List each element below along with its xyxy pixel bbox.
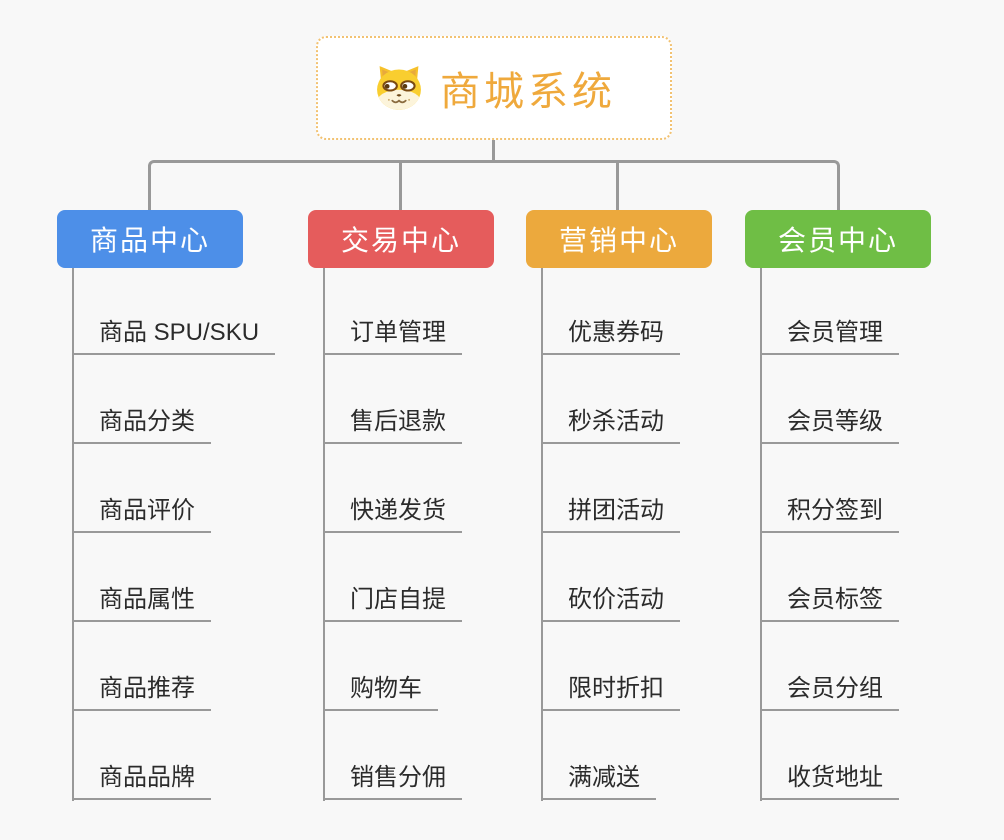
branch-node-marketing-center[interactable]: 营销中心 [526, 210, 712, 268]
connector-drop-marketing [616, 162, 619, 210]
leaf-node[interactable]: 会员等级 [760, 355, 899, 444]
branch-node-product-center[interactable]: 商品中心 [57, 210, 243, 268]
leaf-node[interactable]: 商品评价 [72, 444, 211, 533]
leaf-node[interactable]: 秒杀活动 [541, 355, 680, 444]
branch-node-label: 营销中心 [558, 225, 679, 256]
root-node-label: 商城系统 [440, 70, 616, 114]
branch-node-label: 交易中心 [340, 225, 461, 256]
connector-bus [148, 160, 840, 210]
leaf-column-marketing: 优惠券码 秒杀活动 拼团活动 砍价活动 限时折扣 满减送 [541, 266, 680, 800]
leaf-node[interactable]: 商品品牌 [72, 711, 211, 800]
connector-vline-product [72, 268, 74, 801]
leaf-node[interactable]: 砍价活动 [541, 533, 680, 622]
leaf-node[interactable]: 商品分类 [72, 355, 211, 444]
leaf-node[interactable]: 订单管理 [323, 266, 462, 355]
connector-drop-trade [399, 162, 402, 210]
branch-node-trade-center[interactable]: 交易中心 [308, 210, 494, 268]
leaf-node[interactable]: 拼团活动 [541, 444, 680, 533]
branch-node-label: 会员中心 [777, 225, 898, 256]
leaf-node[interactable]: 快递发货 [323, 444, 462, 533]
leaf-node[interactable]: 会员管理 [760, 266, 899, 355]
leaf-node[interactable]: 满减送 [541, 711, 656, 800]
leaf-node[interactable]: 购物车 [323, 622, 438, 711]
leaf-node[interactable]: 限时折扣 [541, 622, 680, 711]
dog-face-icon [377, 66, 421, 110]
leaf-node[interactable]: 销售分佣 [323, 711, 462, 800]
leaf-node[interactable]: 门店自提 [323, 533, 462, 622]
leaf-column-trade: 订单管理 售后退款 快递发货 门店自提 购物车 销售分佣 [323, 266, 462, 800]
leaf-node[interactable]: 商品 SPU/SKU [72, 266, 276, 355]
leaf-column-product: 商品 SPU/SKU 商品分类 商品评价 商品属性 商品推荐 商品品牌 [72, 266, 276, 800]
connector-root-stem [492, 139, 495, 162]
leaf-node[interactable]: 积分签到 [760, 444, 899, 533]
connector-vline-marketing [541, 268, 543, 801]
connector-vline-trade [323, 268, 325, 801]
leaf-node[interactable]: 优惠券码 [541, 266, 680, 355]
leaf-node[interactable]: 收货地址 [760, 711, 899, 800]
leaf-node[interactable]: 会员标签 [760, 533, 899, 622]
leaf-node[interactable]: 会员分组 [760, 622, 899, 711]
leaf-node[interactable]: 商品属性 [72, 533, 211, 622]
connector-vline-member [760, 268, 762, 801]
root-node[interactable]: 商城系统 [316, 36, 672, 140]
branch-node-label: 商品中心 [89, 225, 210, 256]
leaf-node[interactable]: 商品推荐 [72, 622, 211, 711]
leaf-node[interactable]: 售后退款 [323, 355, 462, 444]
leaf-column-member: 会员管理 会员等级 积分签到 会员标签 会员分组 收货地址 [760, 266, 899, 800]
branch-node-member-center[interactable]: 会员中心 [745, 210, 931, 268]
